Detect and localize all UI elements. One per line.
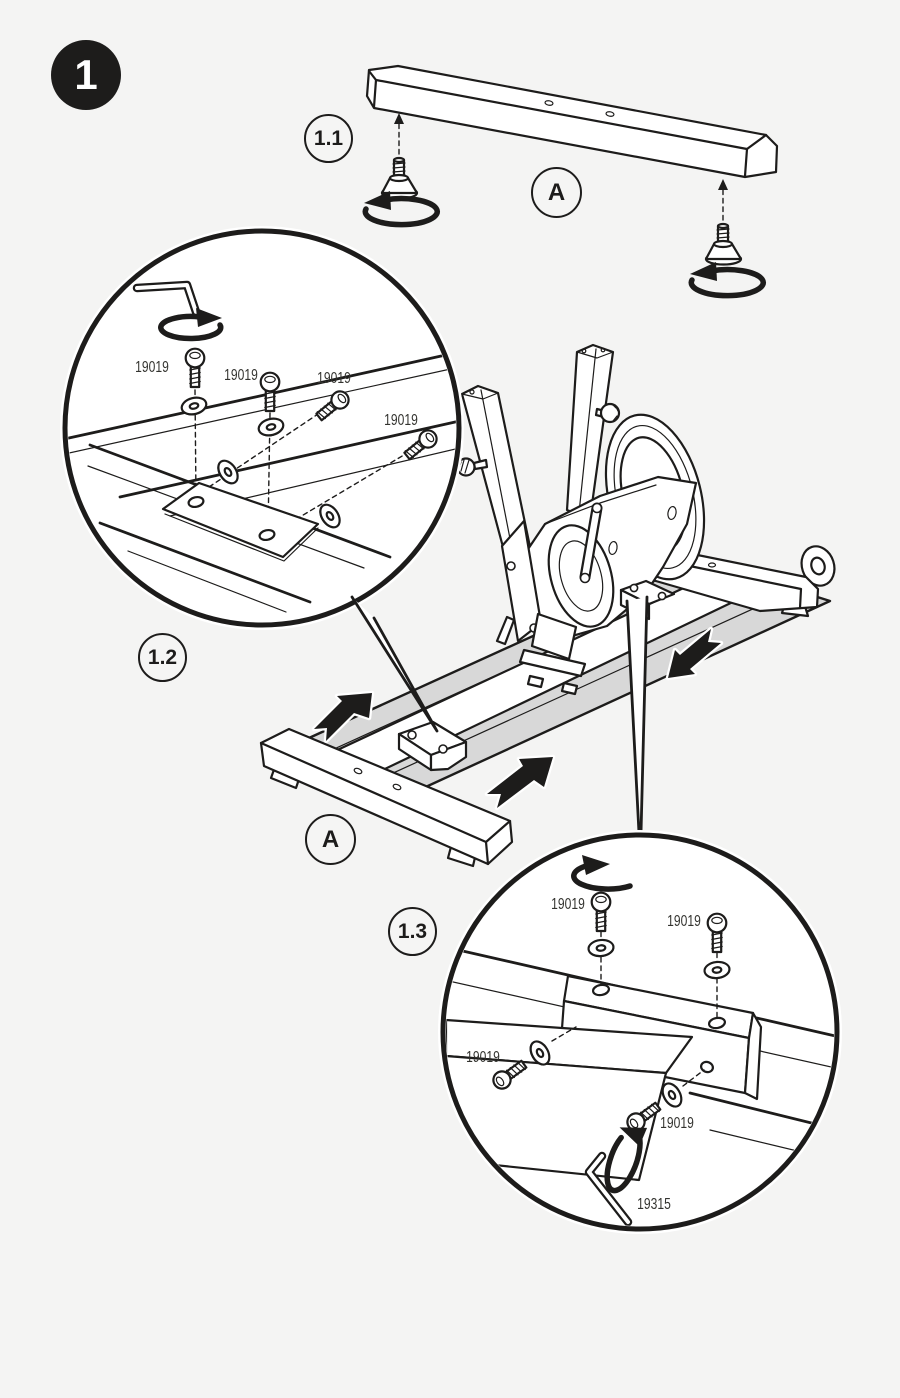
top-crossbar [365, 64, 779, 179]
arrow-up-right-icon [311, 690, 375, 744]
washer [217, 459, 239, 485]
callout-leader-top [350, 595, 439, 733]
adjustable-foot-left [362, 113, 440, 228]
washer [661, 1082, 683, 1108]
seat-post [565, 343, 621, 521]
substep-label: 1.3 [397, 919, 428, 943]
allen-key-icon [584, 1151, 633, 1226]
substep-label: 1.2 [147, 645, 178, 669]
rotate-clockwise-icon [158, 308, 224, 342]
mounting-plate [161, 481, 320, 562]
part-number-label: 19019 [466, 1049, 500, 1066]
part-letter: A [547, 178, 566, 206]
part-number-label: 19019 [551, 896, 585, 913]
part-number-label: 19019 [660, 1115, 694, 1132]
front-crossbar [259, 727, 514, 868]
detail-circle-bottom [438, 830, 842, 1234]
allen-key-icon [132, 280, 201, 317]
substep-label: 1.1 [313, 126, 344, 150]
front-bracket [397, 720, 468, 772]
bike-pedestal [518, 612, 587, 696]
part-letter: A [321, 825, 340, 853]
washer [257, 417, 285, 437]
rotate-counterclockwise-icon [688, 262, 766, 299]
screw [403, 429, 438, 461]
adjustment-knob [599, 402, 621, 424]
part-number-label: 19019 [317, 370, 351, 387]
part-number-label: 19019 [667, 913, 701, 930]
part-number-label: 19019 [224, 367, 258, 384]
screw [184, 347, 206, 389]
washer [529, 1040, 551, 1066]
washer [587, 938, 615, 958]
screw [315, 390, 350, 422]
screw [492, 1059, 528, 1090]
washer [180, 396, 208, 416]
adjustable-foot-right [688, 179, 766, 299]
substep-1-3-marker: 1.3 [388, 907, 437, 956]
arrow-down-left-icon [665, 626, 724, 681]
screw [706, 912, 728, 954]
part-number-label: 19019 [135, 359, 169, 376]
step-badge: 1 [51, 40, 121, 110]
step-number: 1 [74, 51, 98, 98]
screw [259, 371, 281, 413]
exercise-bike [456, 343, 706, 696]
washer [319, 503, 341, 529]
screw [626, 1101, 662, 1132]
part-marker-a-bottom: A [305, 814, 356, 865]
part-number-label: 19019 [384, 412, 418, 429]
rotate-counterclockwise-icon [604, 1127, 648, 1194]
screw [590, 891, 612, 933]
rotate-clockwise-icon [571, 855, 633, 892]
tool-part-number-label: 19315 [637, 1196, 671, 1213]
handlebar-post [456, 384, 532, 564]
part-marker-a-top: A [531, 167, 582, 218]
slide-arrows [311, 626, 724, 811]
detail-circle-top [60, 226, 464, 630]
rotate-counterclockwise-icon [362, 191, 440, 228]
washer [703, 960, 731, 980]
callout-leader-bottom [625, 595, 649, 835]
arrow-up-icon [394, 113, 404, 124]
arrow-up-right-icon [484, 754, 556, 811]
substep-1-1-marker: 1.1 [304, 114, 353, 163]
base-beam [446, 1018, 694, 1182]
arrow-up-icon [718, 179, 728, 190]
substep-1-2-marker: 1.2 [138, 633, 187, 682]
